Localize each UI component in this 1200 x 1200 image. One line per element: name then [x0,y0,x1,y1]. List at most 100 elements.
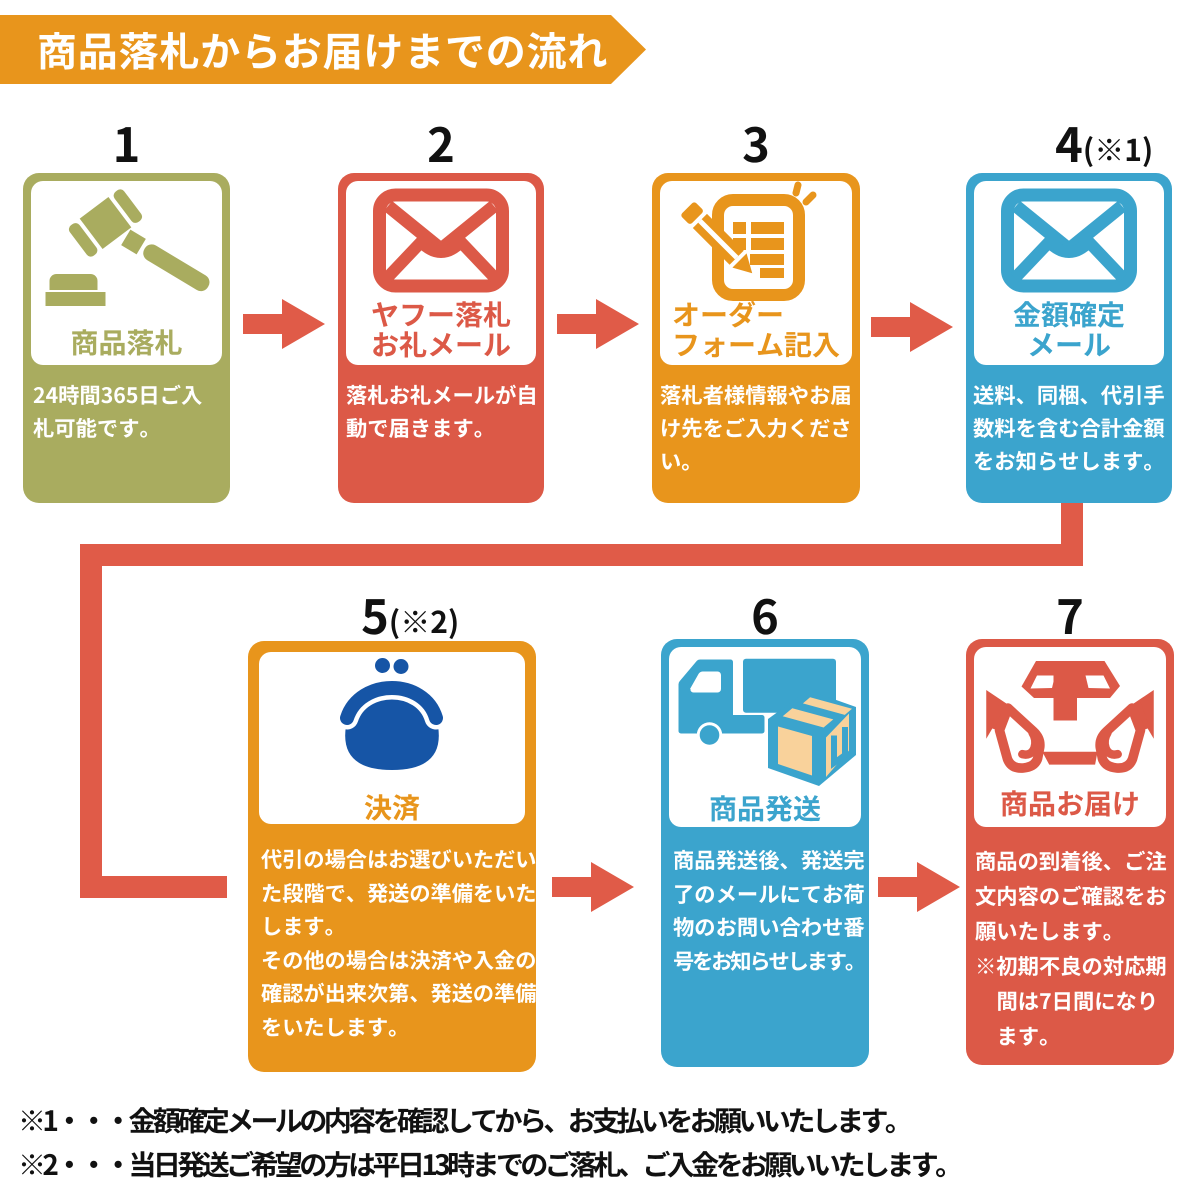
text-line: 物のお問い合わせ番 [673,911,865,942]
digit-text: 5 [361,579,389,648]
digit-text: 2 [427,107,455,176]
text-line: オーダー [672,294,785,334]
header-title: 商品落札からお届けまでの流れ [37,20,609,78]
header-banner [0,15,646,84]
text-line: 号をお知らせします。 [673,944,866,976]
arrow-right-icon [243,299,325,349]
digit-text: 6 [751,579,779,648]
step-number-6: 6 [661,590,869,637]
footnote-1: ※1・・・金額確定メールの内容を確認してから、お支払いをお願いいたします。 [18,1100,913,1140]
footnote-2: ※2・・・当日発送ご希望の方は平日13時までのご落札、ご入金をお願いいたします。 [18,1144,963,1184]
step-description: 商品発送後、発送完 了のメールにてお荷 物のお問い合わせ番 号をお知らせします。 [661,843,869,977]
text-line: 商品発送 [708,788,821,828]
step-card-order-form: オーダーフォーム記入 落札者様情報やお届 け先をご入力くださ い。 [652,173,860,503]
connector-segment-across [80,544,1083,566]
text-line: 商品発送後、発送完 [673,844,865,875]
text-line: 商品の到着後、ご注 [975,845,1167,876]
text-line: 落札者様情報やお届 [660,379,852,410]
arrow-right-icon [552,862,634,912]
mail-icon [373,188,509,293]
step-card-thanks-mail: ヤフー落札お礼メール 落札お礼メールが自 動で届きます。 [338,173,544,503]
text-line: い。 [660,445,703,476]
text-line: た段階で、発送の準備をいた [261,876,537,908]
step-description: 落札者様情報やお届 け先をご入力くださ い。 [652,378,860,477]
text-line: メール [1026,324,1111,364]
text-line: をいたします。 [261,1010,410,1042]
step-number-digit: 6 [751,590,779,637]
step-number-digit: 5(※2) [361,590,459,637]
text-line: 文内容のご確認をお [975,880,1167,911]
digit-text: 1 [112,107,141,176]
text-line: 商品お届け [999,783,1140,823]
digit-text: 3 [742,107,770,176]
step-description: 代引の場合はお選びいただい た段階で、発送の準備をいた します。 その他の場合は… [248,842,536,1043]
text-line: け先をご入力くださ [660,412,852,443]
text-line: お礼メール [370,324,511,364]
gavel-icon [45,189,210,306]
text-line: します。 [261,910,346,941]
step-number-digit: 1 [113,118,141,165]
step-label: 商品発送 [669,793,861,823]
step-label: 金額確定メール [974,299,1164,359]
text-line: 間は7日間になり [996,985,1159,1016]
step-card-head: 商品お届け [974,647,1166,827]
step-number-digit: 2 [427,118,455,165]
text-line: 落札お礼メールが自 [346,379,538,410]
step-card-head: オーダーフォーム記入 [660,181,852,365]
text-line: 商品落札 [70,322,183,362]
delivery-hands-icon [986,661,1154,773]
step-number-3: 3 [652,118,860,165]
text-line: 札可能です。 [33,412,161,443]
step-card-head: 金額確定メール [974,181,1164,365]
step-card-delivery: 商品お届け 商品の到着後、ご注 文内容のご確認をお 願いたします。 ※初期不良の… [966,639,1174,1065]
step-number-digit: 4(※1) [1055,118,1153,165]
step-card-price-mail: 金額確定メール 送料、同梱、代引手 数料を含む合計金額 をお知らせします。 [966,173,1172,503]
step-label: オーダーフォーム記入 [660,299,852,359]
text-line: 確認が出来次第、発送の準備 [261,977,537,1008]
truck-icon [678,658,856,786]
step-description: 24時間365日ご入 札可能です。 [23,378,230,444]
arrow-right-icon [878,862,960,912]
text-line: をお知らせします。 [973,445,1165,476]
text-line: フォーム記入 [672,324,841,364]
text-line: ます。 [996,1020,1061,1051]
digit-text: 4 [1055,107,1083,176]
step-label: 商品お届け [974,788,1166,818]
step-card-head: ヤフー落札お礼メール [346,181,536,365]
step-number-1: 1 [23,118,230,165]
text-line: 24時間365日ご入 [33,379,203,410]
step-number-7: 7 [966,590,1174,637]
step-label: 決済 [259,792,525,822]
step-card-shipping: 商品発送 商品発送後、発送完 了のメールにてお荷 物のお問い合わせ番 号をお知ら… [661,639,869,1067]
step-annotation: (※1) [1082,126,1154,170]
text-line: 願いたします。 [975,915,1125,946]
step-card-head: 商品発送 [669,647,861,827]
step-description: 落札お礼メールが自 動で届きます。 [338,378,544,444]
arrow-right-icon [557,299,639,349]
step-number-2: 2 [338,118,544,165]
step-number-4: 4(※1) [966,118,1172,165]
text-line: 代引の場合はお選びいただい [261,843,537,874]
step-card-payment: 決済 代引の場合はお選びいただい た段階で、発送の準備をいた します。 その他の… [248,641,536,1072]
text-line: 数料を含む合計金額 [973,412,1165,443]
step-number-5: 5(※2) [231,590,519,637]
text-line: ※初期不良の対応期 [975,950,1167,981]
step-description: 送料、同梱、代引手 数料を含む合計金額 をお知らせします。 [966,378,1172,477]
text-line: 金額確定 [1012,294,1125,334]
text-line: ヤフー落札 [370,294,511,334]
step-label: ヤフー落札お礼メール [346,299,536,359]
text-line: その他の場合は決済や入金の [261,943,537,975]
step-card-head: 決済 [259,652,525,824]
text-line: 了のメールにてお荷 [673,877,865,909]
mail-icon [1001,188,1137,293]
digit-text: 7 [1056,579,1084,648]
step-number-digit: 3 [742,118,770,165]
order-form-icon [681,181,817,301]
step-description: 商品の到着後、ご注 文内容のご確認をお 願いたします。 ※初期不良の対応期 間は… [966,843,1174,1053]
text-line: 動で届きます。 [346,412,496,443]
step-label: 商品落札 [31,327,222,357]
connector-segment-to-5 [80,876,227,898]
step-card-head: 商品落札 [31,181,222,365]
purse-icon [335,658,448,770]
